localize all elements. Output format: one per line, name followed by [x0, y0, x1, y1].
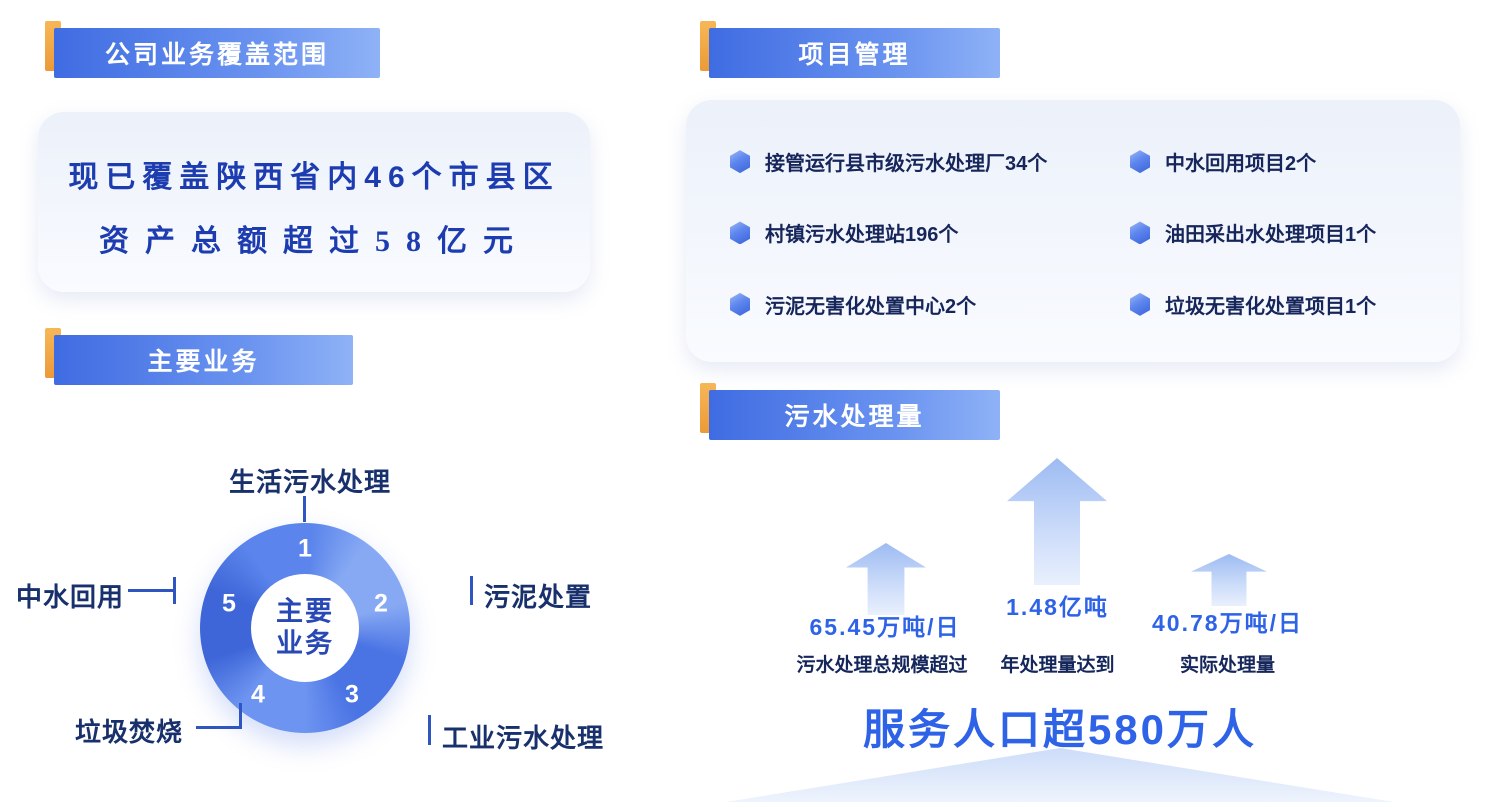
ring-center-label: 主要 业务 [276, 596, 334, 661]
hexagon-icon [730, 150, 750, 174]
project-item: 油田采出水处理项目1个 [1130, 218, 1434, 247]
treatment-badge: 污水处理量 [700, 383, 1000, 440]
ring-number-5: 5 [222, 589, 236, 618]
ring-center-bottom: 业务 [276, 629, 334, 659]
hexagon-icon [1130, 221, 1150, 245]
stat-label-actual-volume: 实际处理量 [1179, 655, 1275, 676]
segment-label-industrial-sewage: 工业污水处理 [442, 723, 605, 753]
stat-label-annual-volume: 年处理量达到 [1000, 655, 1115, 676]
projects-card: 接管运行县市级污水处理厂34个 中水回用项目2个 村镇污水处理站196个 油田采… [686, 100, 1460, 362]
business-ring-diagram: 1 2 3 4 5 主要 业务 [200, 523, 410, 733]
stat-label-total-scale: 污水处理总规模超过 [796, 655, 968, 676]
project-item: 中水回用项目2个 [1130, 147, 1434, 176]
project-item: 垃圾无害化处置项目1个 [1130, 290, 1434, 319]
hexagon-icon [1130, 150, 1150, 174]
project-item-label: 接管运行县市级污水处理厂34个 [765, 153, 1048, 176]
stat-value-actual-volume: 40.78万吨/日 [1152, 610, 1303, 636]
project-item-label: 垃圾无害化处置项目1个 [1165, 295, 1377, 318]
coverage-badge-label: 公司业务覆盖范围 [54, 28, 380, 78]
ring-number-4: 4 [251, 680, 265, 709]
projects-badge: 项目管理 [700, 21, 1000, 78]
segment-label-domestic-sewage: 生活污水处理 [228, 467, 391, 497]
arrow-up-icon [1191, 554, 1267, 606]
arrow-up-icon [1007, 458, 1107, 585]
population-headline: 服务人口超580万人 [862, 706, 1258, 753]
connector-line [470, 576, 473, 605]
connector-line [303, 496, 306, 522]
ring-number-3: 3 [345, 680, 359, 709]
coverage-badge: 公司业务覆盖范围 [45, 21, 380, 78]
treatment-badge-label: 污水处理量 [709, 390, 1000, 440]
project-item-label: 村镇污水处理站196个 [765, 224, 959, 247]
coverage-card: 现已覆盖陕西省内46个市县区 资产总额超过58亿元 [38, 112, 590, 292]
segment-label-sludge-disposal: 污泥处置 [484, 582, 593, 612]
stat-value-annual-volume: 1.48亿吨 [1006, 594, 1109, 620]
business-badge-label: 主要业务 [54, 335, 353, 385]
hexagon-icon [1130, 292, 1150, 316]
business-badge: 主要业务 [45, 328, 353, 385]
project-item: 污泥无害化处置中心2个 [730, 290, 1130, 319]
hexagon-icon [730, 292, 750, 316]
hexagon-icon [730, 221, 750, 245]
segment-label-waste-incineration: 垃圾焚烧 [75, 717, 184, 747]
project-item-label: 污泥无害化处置中心2个 [765, 295, 977, 318]
connector-line [428, 715, 431, 745]
ring-number-2: 2 [374, 589, 388, 618]
coverage-line1: 现已覆盖陕西省内46个市县区 [68, 161, 560, 194]
arrow-up-icon [846, 543, 926, 615]
project-item-label: 油田采出水处理项目1个 [1165, 224, 1377, 247]
segment-label-water-reuse: 中水回用 [16, 582, 125, 612]
project-item: 接管运行县市级污水处理厂34个 [730, 147, 1130, 176]
connector-line [196, 726, 242, 729]
coverage-line2: 资产总额超过58亿元 [99, 225, 529, 258]
connector-line [173, 577, 176, 604]
stat-value-total-scale: 65.45万吨/日 [809, 614, 961, 640]
connector-line [239, 703, 242, 729]
connector-line [128, 589, 176, 592]
ring-center-top: 主要 [276, 596, 334, 627]
projects-badge-label: 项目管理 [709, 28, 1000, 78]
ring-number-1: 1 [298, 534, 312, 563]
project-item-label: 中水回用项目2个 [1165, 153, 1317, 176]
projects-grid: 接管运行县市级污水处理厂34个 中水回用项目2个 村镇污水处理站196个 油田采… [730, 126, 1434, 340]
project-item: 村镇污水处理站196个 [730, 218, 1130, 247]
